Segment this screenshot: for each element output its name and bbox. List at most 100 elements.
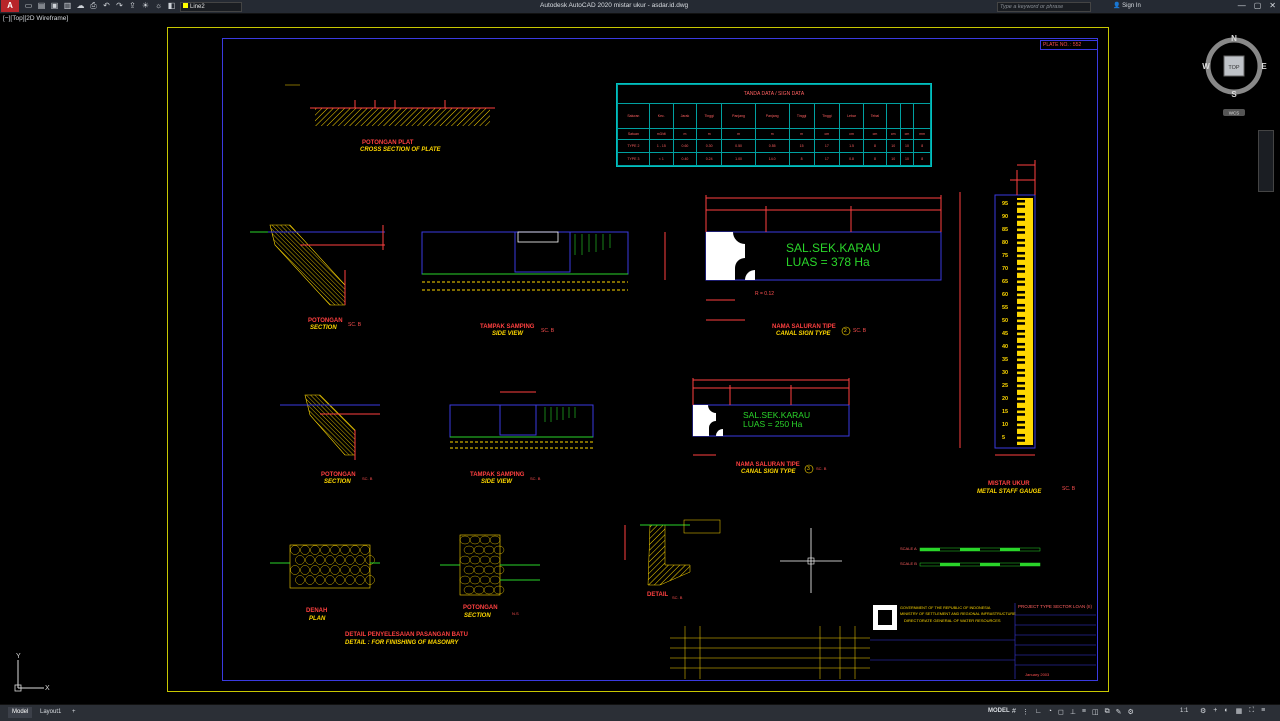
bulb2-icon[interactable]: ☼	[154, 1, 163, 10]
sign-in-label: Sign In	[1122, 3, 1141, 9]
masonry-stone	[483, 565, 495, 575]
workspace-icon[interactable]: ⚙	[1127, 709, 1134, 716]
radius-note: R = 0.12	[755, 291, 775, 297]
fullscreen-icon[interactable]: ⛶	[1249, 707, 1255, 714]
gauge-tick	[1017, 309, 1025, 312]
selection-cycling-icon[interactable]: ⧉	[1104, 708, 1110, 715]
bulb-icon[interactable]: ☀	[141, 1, 150, 10]
window-title: Autodesk AutoCAD 2020 mistar ukur - asda…	[540, 2, 689, 9]
project-type: PROJECT TYPE SECTOR LOAN (II)	[1018, 604, 1093, 609]
hardware-icon[interactable]: ▦	[1235, 708, 1243, 715]
viewcube[interactable]: TOP N S E W WCS	[1198, 28, 1278, 118]
masonry-stone	[325, 555, 335, 565]
undo-icon[interactable]: ↶	[103, 1, 110, 10]
viewport-label[interactable]: [−][Top][2D Wireframe]	[3, 15, 69, 22]
masonry-stone	[459, 575, 471, 585]
metal-staff-label: METAL STAFF GAUGE	[977, 489, 1042, 495]
nama-saluran-2: NAMA SALURAN TIPE	[736, 462, 800, 468]
masonry-stone	[493, 585, 505, 595]
drawing-inner-border	[222, 38, 1098, 681]
masonry-stone	[340, 545, 350, 555]
scale-note-8: SC. B	[672, 595, 683, 600]
gauge-tick	[1017, 290, 1025, 294]
maximize-icon[interactable]: ▢	[1253, 1, 1262, 10]
annotation-icon[interactable]: ✎	[1115, 709, 1122, 716]
isolate-icon[interactable]: ◐	[1224, 707, 1229, 714]
compass-ring[interactable]	[1205, 37, 1263, 95]
masonry-stone	[473, 565, 485, 575]
masonry-stone	[355, 555, 365, 565]
close-icon[interactable]: ✕	[1269, 1, 1276, 10]
cloud-icon[interactable]: ☁	[76, 1, 85, 10]
section-label-2: SECTION	[324, 479, 351, 485]
navigation-bar[interactable]	[1258, 130, 1274, 192]
canal-sign-type-2: CANAL SIGN TYPE	[741, 469, 796, 475]
masonry-stone	[295, 575, 305, 585]
masonry-stone	[489, 535, 501, 545]
compass-east[interactable]: E	[1261, 62, 1267, 71]
mistar-label: MISTAR UKUR	[988, 481, 1030, 487]
gauge-number: 85	[1002, 227, 1009, 234]
detail-label: DETAIL	[647, 592, 669, 598]
layer-icon[interactable]: ◧	[167, 1, 176, 10]
gauge-number: 80	[1002, 240, 1009, 247]
model-space-button[interactable]: MODEL	[988, 708, 1010, 714]
sign-in-button[interactable]: 👤 Sign In	[1113, 2, 1141, 9]
scale-b-label: SCALE B	[900, 561, 917, 566]
compass-west[interactable]: W	[1202, 62, 1210, 71]
viewcube-top-face[interactable]	[1223, 55, 1245, 77]
gauge-number: 15	[1002, 409, 1009, 416]
add-layout-button[interactable]: +	[72, 709, 76, 715]
ortho-icon[interactable]: ∟	[1034, 708, 1042, 715]
scale-note-5: SC. B	[530, 476, 541, 481]
gauge-tick	[1017, 238, 1025, 242]
minimize-icon[interactable]: —	[1237, 1, 1246, 10]
grid-icon[interactable]: #	[1012, 708, 1016, 715]
compass-south[interactable]: S	[1231, 90, 1237, 99]
masonry-stone	[330, 545, 340, 555]
masonry-stone	[469, 535, 481, 545]
masonry-stone	[469, 575, 481, 585]
gauge-tick	[1017, 251, 1025, 255]
annotation-scale[interactable]: 1:1	[1180, 708, 1189, 714]
gear-icon[interactable]: ⚙	[1200, 708, 1207, 715]
gauge-number: 95	[1002, 201, 1009, 208]
gauge-number: 90	[1002, 214, 1009, 221]
print-icon[interactable]: ⎙	[90, 1, 97, 10]
polar-icon[interactable]: ◔	[1047, 708, 1052, 715]
plate-number: PLATE NO. : 552	[1040, 40, 1098, 50]
status-right-icons: ⚙ + ◐ ▦ ⛶ ≡	[1200, 707, 1265, 715]
new-icon[interactable]: ▭	[24, 1, 33, 10]
tab-model[interactable]: Model	[8, 707, 33, 718]
search-input[interactable]: Type a keyword or phrase	[997, 2, 1091, 12]
share-icon[interactable]: ⇪	[129, 1, 136, 10]
sideview-label-2: SIDE VIEW	[481, 479, 513, 485]
save-icon[interactable]: ▣	[50, 1, 59, 10]
masonry-stone	[479, 575, 491, 585]
masonry-stone	[473, 585, 485, 595]
masonry-stone	[493, 565, 505, 575]
snap-icon[interactable]: ⋮	[1021, 709, 1029, 716]
customize-icon[interactable]: ≡	[1261, 707, 1266, 714]
svg-text:X: X	[45, 685, 50, 692]
masonry-stone	[473, 545, 485, 555]
layer-dropdown[interactable]: Line2	[180, 2, 242, 12]
gauge-tick	[1017, 407, 1025, 411]
otrack-icon[interactable]: ⊥	[1069, 709, 1076, 716]
compass-north[interactable]: N	[1231, 34, 1237, 43]
tab-layout1[interactable]: Layout1	[40, 709, 62, 715]
plus-icon[interactable]: +	[1213, 707, 1218, 714]
masonry-stone	[489, 555, 501, 565]
autocad-logo[interactable]: A	[1, 0, 19, 12]
open-icon[interactable]: ▤	[37, 1, 46, 10]
masonry-stone	[305, 575, 315, 585]
osnap-icon[interactable]: ◻	[1058, 709, 1064, 716]
saveas-icon[interactable]: ▥	[63, 1, 72, 10]
redo-icon[interactable]: ↷	[116, 1, 123, 10]
lineweight-icon[interactable]: ≡	[1081, 708, 1087, 715]
detail-title: DETAIL PENYELESAIAN PASANGAN BATU	[345, 632, 468, 638]
transparency-icon[interactable]: ◫	[1092, 709, 1099, 716]
masonry-stone	[489, 575, 501, 585]
wcs-menu[interactable]	[1223, 109, 1245, 116]
